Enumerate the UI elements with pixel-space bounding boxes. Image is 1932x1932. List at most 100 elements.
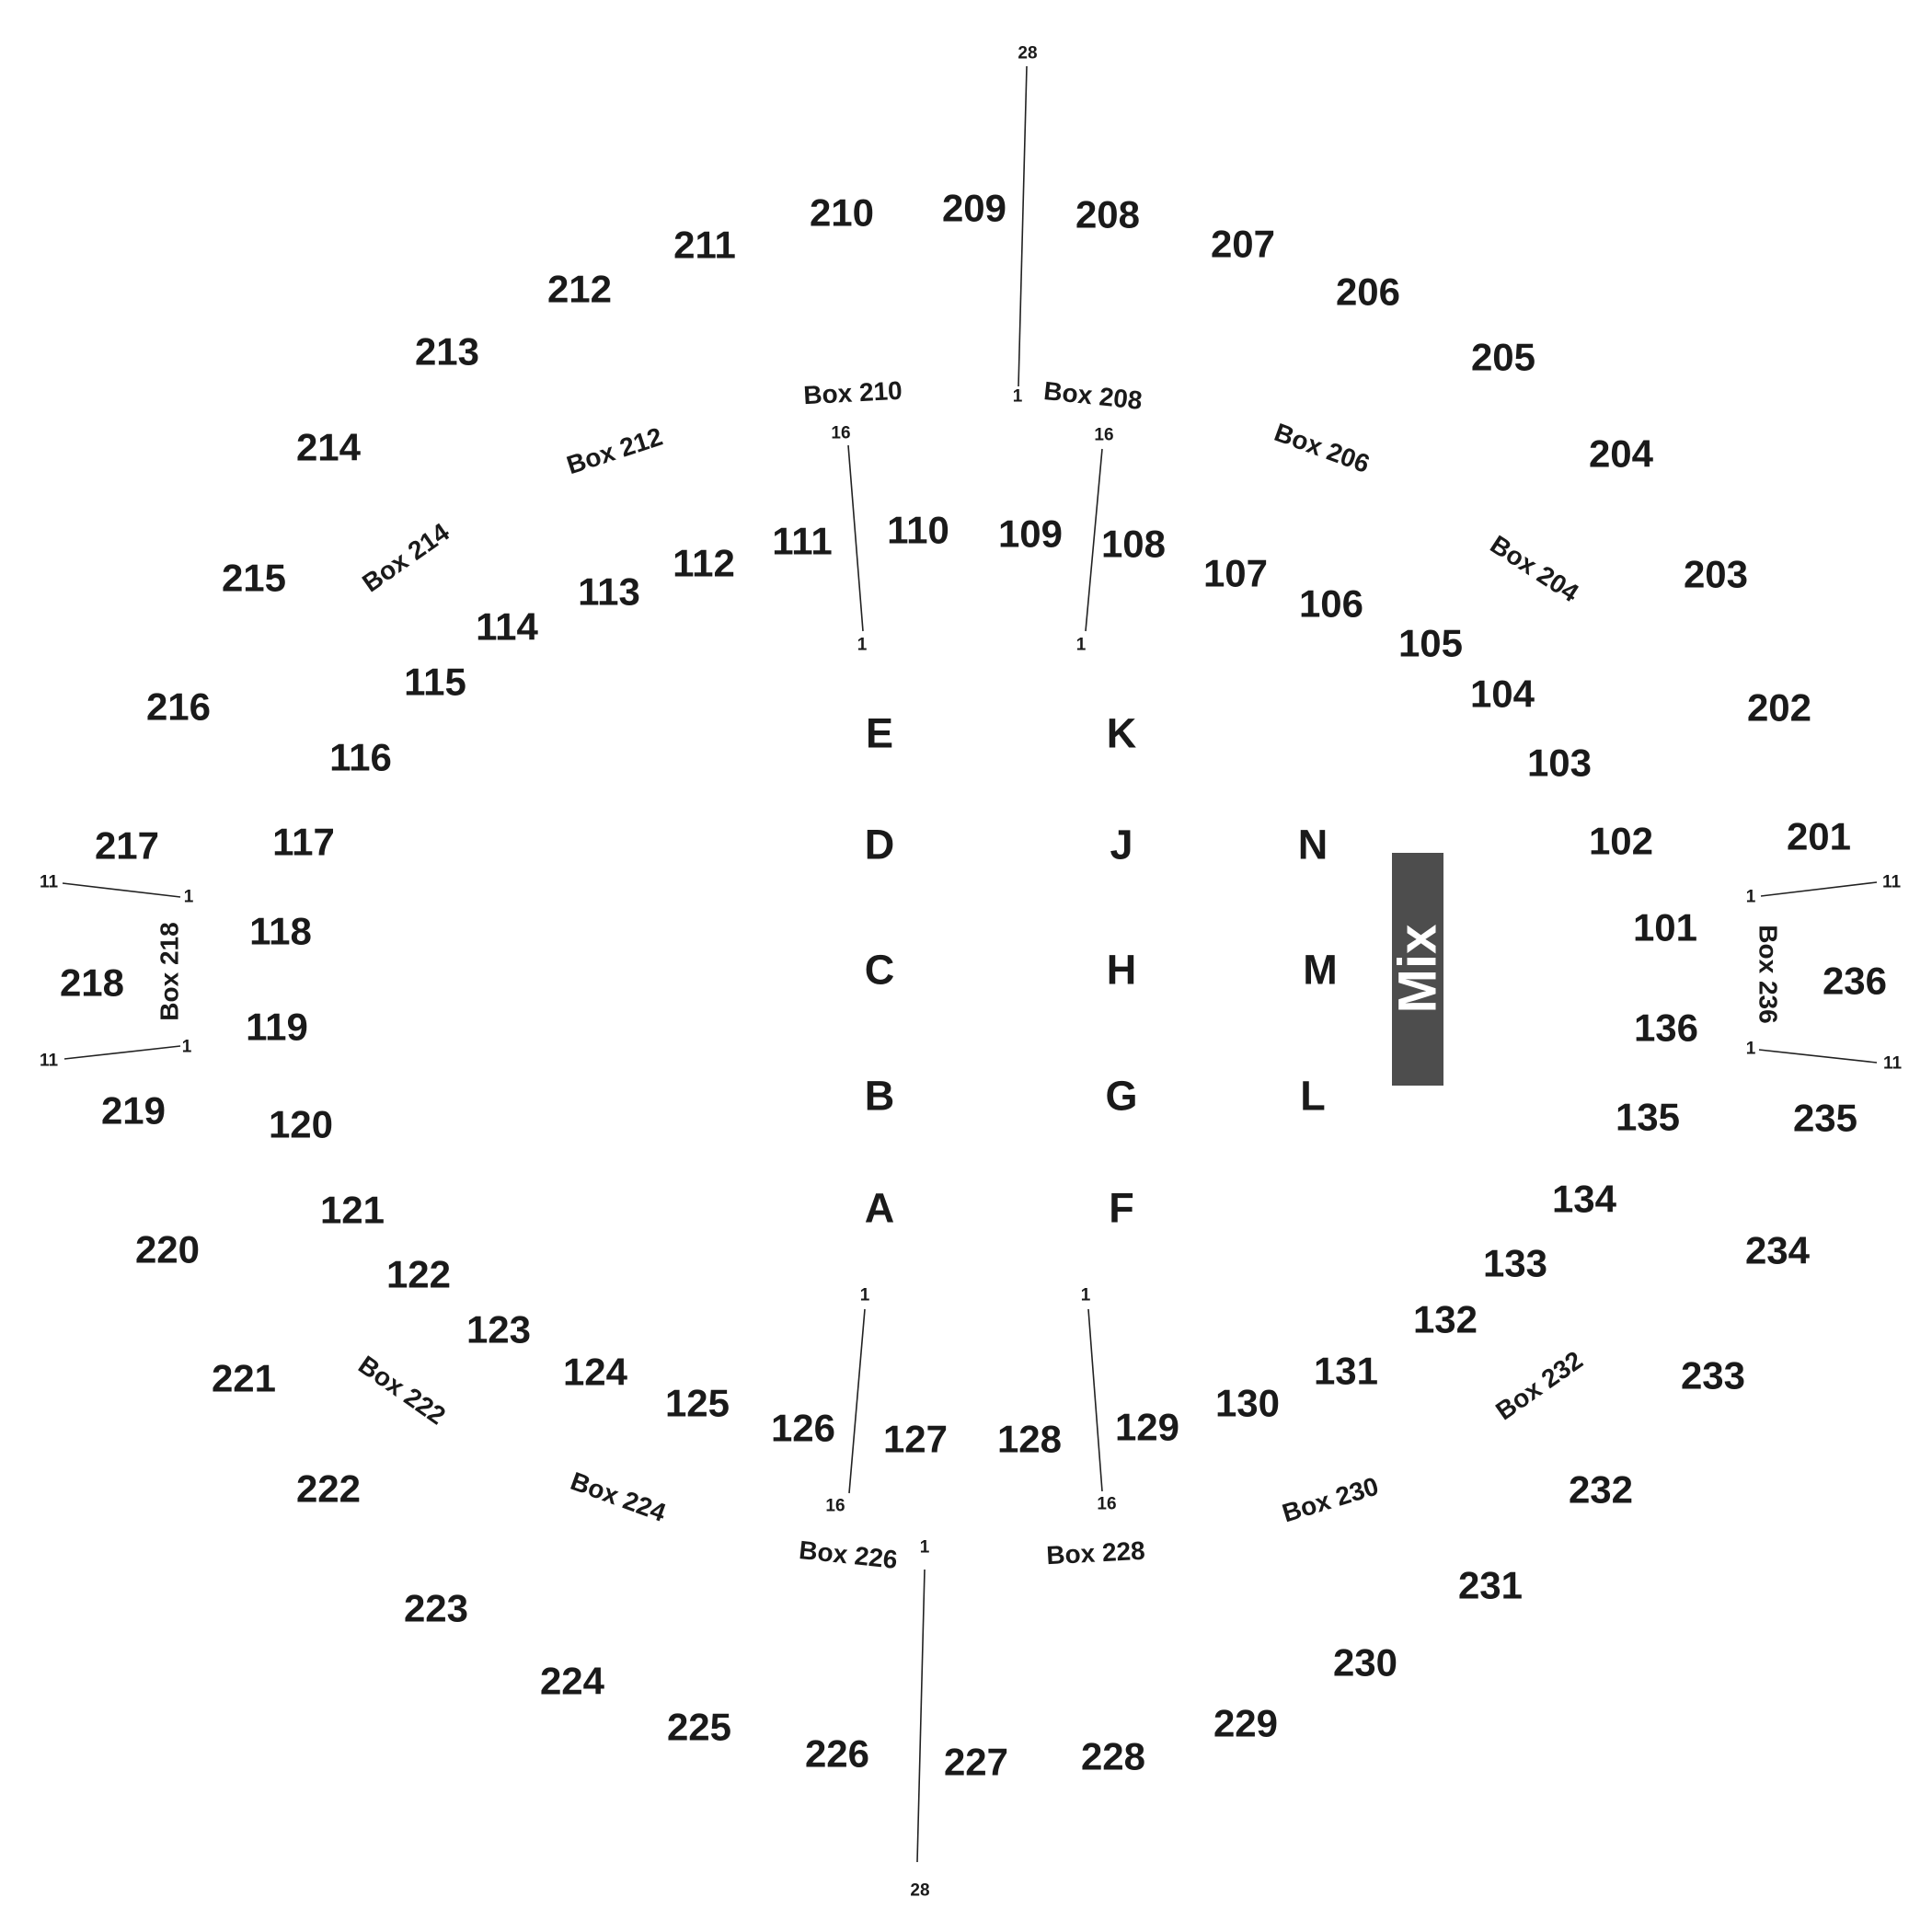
section-130[interactable]: 130 (1215, 1382, 1280, 1425)
section-224[interactable]: 224 (540, 1660, 605, 1703)
section-119[interactable]: 119 (246, 1006, 308, 1049)
section-226[interactable]: 226 (805, 1732, 869, 1776)
section-134[interactable]: 134 (1552, 1178, 1617, 1221)
section-125[interactable]: 125 (665, 1382, 730, 1425)
section-114[interactable]: 114 (476, 605, 538, 649)
section-135[interactable]: 135 (1616, 1096, 1680, 1139)
section-227[interactable]: 227 (944, 1741, 1008, 1784)
section-219[interactable]: 219 (101, 1089, 166, 1133)
box-206[interactable]: Box 206 (1271, 418, 1374, 478)
floor-row-a[interactable]: A (865, 1185, 895, 1232)
section-102[interactable]: 102 (1589, 820, 1653, 863)
section-109[interactable]: 109 (998, 512, 1063, 556)
section-112[interactable]: 112 (673, 542, 735, 585)
section-222[interactable]: 222 (296, 1467, 361, 1511)
section-132[interactable]: 132 (1413, 1298, 1478, 1341)
section-136[interactable]: 136 (1634, 1006, 1698, 1050)
box-208[interactable]: Box 208 (1042, 376, 1144, 415)
box-214[interactable]: Box 214 (357, 517, 454, 597)
section-217[interactable]: 217 (95, 824, 159, 868)
floor-row-l[interactable]: L (1300, 1073, 1326, 1120)
section-232[interactable]: 232 (1569, 1468, 1633, 1512)
section-221[interactable]: 221 (212, 1357, 276, 1400)
section-101[interactable]: 101 (1633, 906, 1697, 949)
section-211[interactable]: 211 (673, 224, 736, 267)
floor-row-j[interactable]: J (1110, 822, 1133, 868)
box-204[interactable]: Box 204 (1486, 530, 1584, 608)
section-129[interactable]: 129 (1115, 1406, 1179, 1449)
section-120[interactable]: 120 (269, 1103, 333, 1146)
section-117[interactable]: 117 (272, 821, 335, 864)
section-115[interactable]: 115 (404, 661, 466, 704)
section-107[interactable]: 107 (1203, 552, 1268, 595)
section-111[interactable]: 111 (772, 520, 832, 563)
section-223[interactable]: 223 (404, 1587, 468, 1630)
box-228[interactable]: Box 228 (1046, 1536, 1146, 1570)
floor-row-g[interactable]: G (1105, 1073, 1137, 1120)
section-218[interactable]: 218 (60, 961, 124, 1005)
section-131[interactable]: 131 (1314, 1350, 1378, 1393)
section-133[interactable]: 133 (1483, 1242, 1547, 1285)
box-232[interactable]: Box 232 (1490, 1346, 1588, 1426)
section-231[interactable]: 231 (1458, 1564, 1523, 1607)
section-210[interactable]: 210 (810, 191, 874, 235)
section-214[interactable]: 214 (296, 426, 362, 469)
section-212[interactable]: 212 (547, 268, 612, 311)
floor-row-d[interactable]: D (865, 822, 895, 868)
section-113[interactable]: 113 (578, 570, 640, 614)
section-110[interactable]: 110 (887, 509, 949, 552)
box-210[interactable]: Box 210 (803, 376, 903, 410)
section-216[interactable]: 216 (146, 685, 211, 729)
floor-row-m[interactable]: M (1303, 947, 1338, 994)
section-127[interactable]: 127 (883, 1418, 948, 1461)
section-233[interactable]: 233 (1681, 1354, 1745, 1397)
floor-row-c[interactable]: C (865, 947, 895, 994)
section-220[interactable]: 220 (135, 1228, 200, 1271)
box-226[interactable]: Box 226 (798, 1535, 899, 1574)
box-236[interactable]: Box 236 (1754, 925, 1783, 1023)
section-215[interactable]: 215 (222, 557, 286, 600)
floor-row-b[interactable]: B (865, 1073, 895, 1120)
section-225[interactable]: 225 (667, 1706, 731, 1749)
section-205[interactable]: 205 (1471, 336, 1535, 379)
floor-row-n[interactable]: N (1298, 822, 1328, 868)
section-230[interactable]: 230 (1333, 1641, 1397, 1685)
floor-row-e[interactable]: E (866, 710, 893, 757)
section-106[interactable]: 106 (1299, 582, 1363, 626)
floor-row-f[interactable]: F (1109, 1185, 1134, 1232)
floor-row-k[interactable]: K (1107, 710, 1137, 757)
section-228[interactable]: 228 (1081, 1735, 1145, 1778)
section-104[interactable]: 104 (1470, 673, 1535, 716)
section-124[interactable]: 124 (563, 1351, 628, 1394)
section-103[interactable]: 103 (1527, 742, 1592, 785)
section-234[interactable]: 234 (1745, 1229, 1811, 1272)
box-222[interactable]: Box 222 (353, 1351, 451, 1431)
box-224[interactable]: Box 224 (567, 1466, 670, 1527)
section-121[interactable]: 121 (320, 1189, 385, 1232)
section-206[interactable]: 206 (1336, 270, 1400, 314)
section-235[interactable]: 235 (1793, 1097, 1857, 1140)
section-108[interactable]: 108 (1101, 523, 1166, 566)
box-230[interactable]: Box 230 (1279, 1471, 1382, 1527)
section-204[interactable]: 204 (1589, 432, 1654, 476)
section-105[interactable]: 105 (1398, 622, 1463, 665)
section-123[interactable]: 123 (466, 1308, 531, 1351)
box236-upper-seat-1: 1 (1746, 888, 1756, 907)
section-207[interactable]: 207 (1211, 223, 1275, 266)
section-209[interactable]: 209 (942, 187, 1006, 230)
section-118[interactable]: 118 (249, 910, 312, 953)
box-212[interactable]: Box 212 (563, 422, 666, 480)
section-116[interactable]: 116 (329, 736, 392, 779)
section-126[interactable]: 126 (771, 1407, 835, 1450)
section-236[interactable]: 236 (1823, 960, 1887, 1003)
section-203[interactable]: 203 (1684, 553, 1748, 596)
section-128[interactable]: 128 (997, 1418, 1062, 1461)
section-201[interactable]: 201 (1787, 815, 1851, 858)
section-202[interactable]: 202 (1747, 686, 1811, 730)
section-122[interactable]: 122 (386, 1253, 451, 1296)
section-213[interactable]: 213 (415, 330, 479, 374)
box-218[interactable]: Box 218 (155, 922, 184, 1020)
section-229[interactable]: 229 (1213, 1702, 1278, 1745)
section-208[interactable]: 208 (1075, 193, 1140, 236)
floor-row-h[interactable]: H (1107, 947, 1137, 994)
